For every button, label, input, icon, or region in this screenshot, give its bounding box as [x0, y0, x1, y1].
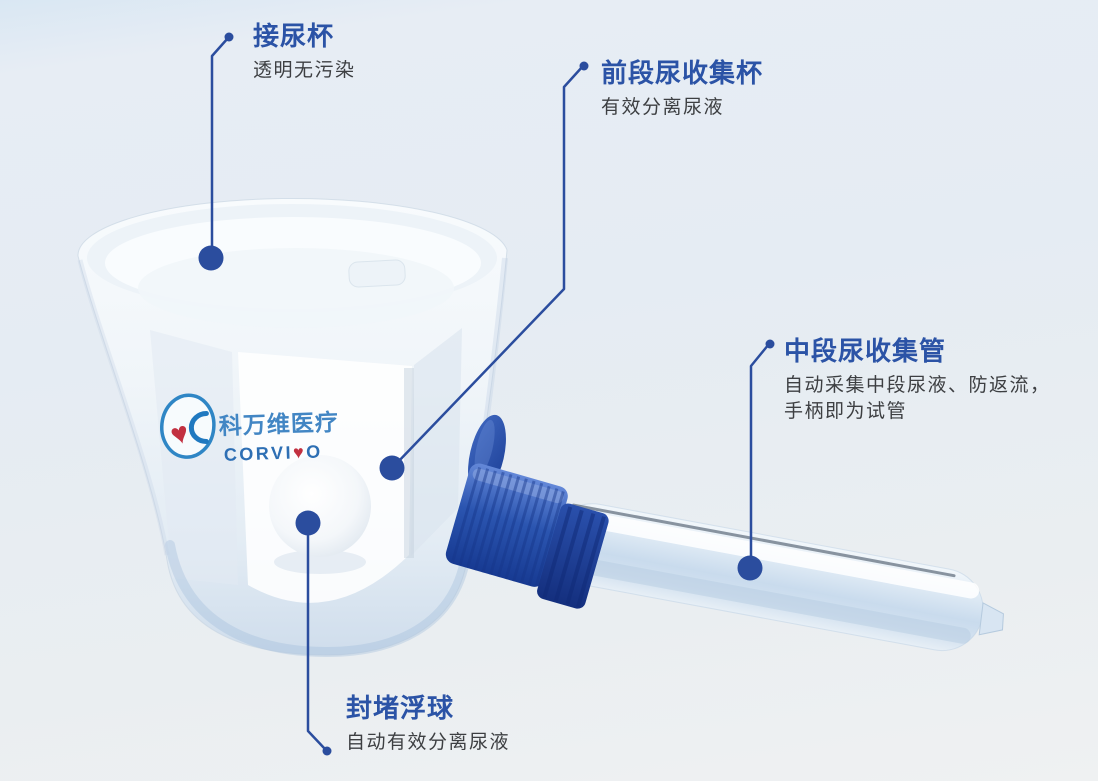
marker-endpoint-cup	[224, 32, 234, 42]
annotation-mid-tube: 中段尿收集管 自动采集中段尿液、防返流， 手柄即为试管	[784, 336, 1051, 424]
front-cup-right-edge	[404, 368, 414, 558]
inner-funnel-right	[411, 328, 462, 556]
marker-dot-cup	[198, 245, 224, 271]
leader-line-float	[306, 528, 326, 750]
annotation-float-ball-desc: 自动有效分离尿液	[346, 731, 511, 753]
annotation-cup-desc: 透明无污染	[253, 59, 356, 81]
test-tube	[550, 503, 1004, 652]
leader-line-mid	[749, 343, 770, 562]
screw-cap	[445, 463, 609, 609]
annotation-mid-tube-title: 中段尿收集管	[784, 336, 947, 366]
annotation-float-ball-title: 封堵浮球	[346, 693, 455, 723]
tube-tip	[978, 602, 1004, 636]
marker-endpoint-front	[579, 61, 589, 71]
brand-name-cn: 科万维医疗	[218, 409, 339, 439]
leader-line-front	[395, 65, 584, 465]
brand-latin-post: O	[306, 441, 323, 462]
brand-latin-pre: CORVI	[224, 443, 294, 465]
valve-flap-highlight	[474, 419, 495, 475]
tube-highlight	[561, 508, 980, 599]
leader-line-cup	[210, 37, 229, 252]
float-ball-shadow	[274, 550, 366, 574]
annotation-cup-title: 接尿杯	[253, 21, 335, 51]
annotation-cup: 接尿杯 透明无污染	[253, 21, 356, 84]
cup-bottom-edge	[165, 540, 472, 658]
annotation-float-ball: 封堵浮球 自动有效分离尿液	[346, 693, 511, 756]
tube-lower-shade	[553, 553, 971, 644]
cap-sheen	[472, 468, 564, 504]
marker-endpoint-float	[322, 746, 332, 756]
annotation-front-cup-title: 前段尿收集杯	[601, 58, 764, 88]
brand-logo: ♥ 科万维医疗 CORVI♥O	[160, 393, 339, 465]
cup-left-edge	[77, 259, 170, 556]
cap-ribs	[451, 467, 565, 587]
float-ball	[269, 455, 371, 557]
outer-cup: ♥ 科万维医疗 CORVI♥O	[77, 197, 508, 658]
brand-heart-letter: ♥	[293, 442, 307, 462]
brand-name-latin: CORVI♥O	[224, 441, 324, 464]
cap-collar-ribs	[542, 506, 606, 608]
cup-inner-wall	[138, 248, 454, 328]
annotation-front-cup-desc: 有效分离尿液	[601, 96, 725, 118]
marker-dot-float	[295, 510, 321, 536]
annotation-mid-tube-desc: 自动采集中段尿液、防返流， 手柄即为试管	[784, 374, 1051, 422]
rim-tab	[348, 259, 406, 288]
marker-dot-front	[379, 455, 405, 481]
marker-endpoint-mid	[765, 339, 775, 349]
marker-dot-mid	[737, 555, 763, 581]
tube-top-reflection	[572, 503, 956, 578]
annotation-front-cup: 前段尿收集杯 有效分离尿液	[601, 58, 764, 121]
brand-emblem-swoosh	[188, 411, 209, 445]
